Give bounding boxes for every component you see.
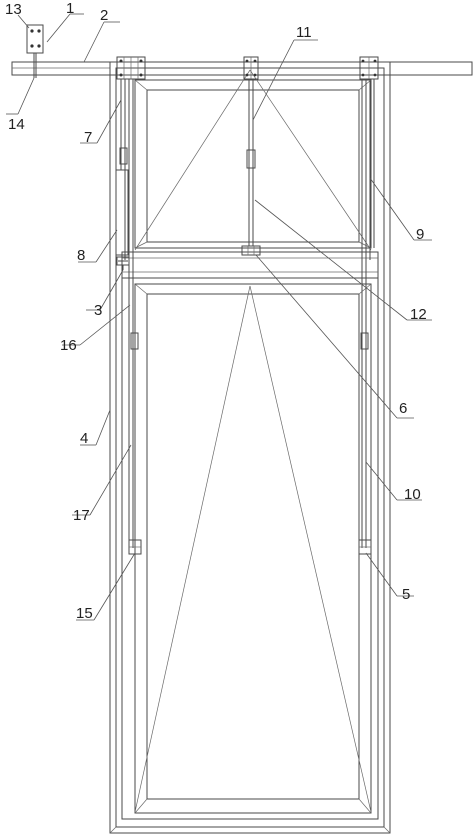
center-latch — [241, 245, 261, 256]
label-15: 15 — [76, 605, 93, 622]
label-8: 8 — [77, 247, 85, 264]
leader-lines — [6, 13, 432, 621]
outer-frame — [109, 61, 391, 834]
left-actuator — [115, 169, 129, 256]
top-pulley-right — [359, 56, 379, 80]
top-pulley-center — [243, 56, 259, 80]
label-3: 3 — [94, 302, 102, 319]
transom-bar — [121, 251, 379, 279]
label-17: 17 — [73, 507, 90, 524]
top-pulley-left — [116, 56, 146, 80]
label-2: 2 — [100, 7, 108, 24]
label-10: 10 — [404, 486, 421, 503]
bracket-pin — [33, 53, 37, 78]
left-lower-clamp — [128, 539, 142, 555]
right-lower-clamp — [358, 539, 372, 555]
right-cables — [360, 79, 375, 548]
center-rod — [246, 79, 256, 246]
label-4: 4 — [80, 430, 88, 447]
label-12: 12 — [410, 306, 427, 323]
left-connector — [116, 256, 130, 270]
bottom-sash-frame — [121, 277, 379, 820]
label-7: 7 — [84, 129, 92, 146]
label-13: 13 — [5, 1, 22, 18]
label-1: 1 — [66, 0, 74, 17]
label-9: 9 — [416, 226, 424, 243]
label-11: 11 — [296, 24, 312, 41]
top-sash-opening-lines — [134, 69, 372, 251]
label-5: 5 — [402, 586, 410, 603]
label-14: 14 — [8, 116, 25, 133]
label-6: 6 — [399, 400, 407, 417]
mounting-bracket — [26, 24, 44, 54]
bottom-sash-opening-lines — [134, 285, 372, 813]
label-16: 16 — [60, 337, 77, 354]
